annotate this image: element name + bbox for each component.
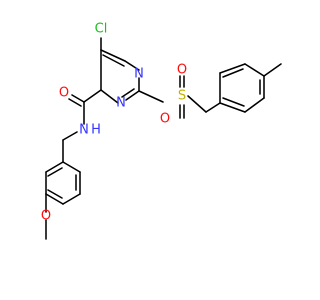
atom-label-sulfur: S [178, 89, 186, 104]
bond-right-ring-2 [244, 97, 265, 113]
atom-label-nitrogen-ring-top: N [134, 67, 144, 82]
bond-c2-n3-inner [121, 88, 135, 98]
atom-label-nitrogen-amide: N [79, 123, 89, 138]
bond-c6-n1 [124, 60, 140, 71]
bond-right-ring-methyl [263, 63, 282, 77]
bond-carbonyl-o-2 [68, 98, 82, 107]
bond-lower-ring-3 [45, 193, 64, 205]
bond-lower-ring-4 [62, 193, 81, 205]
bond-right-ring-5-inner [222, 68, 244, 78]
bond-right-ring-1-inner [222, 97, 245, 107]
bond-c5-c6 [100, 49, 126, 62]
atom-label-oxygen-sulfonyl-top: O [177, 63, 187, 78]
bond-right-ring-4 [244, 63, 265, 77]
chemical-structure-diagram: Cl N N O N H O O S O [41, 22, 282, 240]
bond-lower-ring-3-inner [47, 189, 63, 199]
bond-s-ch2 [187, 95, 207, 113]
bond-ch2-right-ring [205, 102, 221, 113]
atom-label-chlorine: Cl [95, 22, 108, 37]
bond-right-ring-1 [219, 102, 246, 113]
atom-label-oxygen-methoxy: O [41, 209, 51, 224]
bond-lower-ring-6 [62, 161, 81, 173]
molecule-canvas: Cl N N O N H O O S O [40, 21, 282, 240]
bond-n3-c4 [100, 89, 119, 104]
atom-label-nitrogen-ring-bottom: N [116, 96, 126, 111]
bond-lines [45, 37, 282, 240]
atom-label-hydrogen-amide: H [91, 123, 101, 138]
bond-c5-c6-inner [102, 54, 125, 67]
bond-lower-ring-1-inner [47, 167, 63, 177]
bond-carbonyl-o-1 [71, 94, 85, 103]
bond-lower-ring-1 [45, 161, 64, 173]
bond-c2-s [138, 90, 164, 103]
bond-n-ch2 [62, 131, 78, 141]
bond-c2-n3 [125, 90, 140, 101]
atom-label-oxygen-carbonyl: O [59, 86, 69, 101]
atom-label-oxygen-sulfonyl-bottom: O [160, 112, 170, 127]
atom-labels: Cl N N O N H O O S O [41, 22, 187, 224]
bond-c4-carbonyl-carbon [83, 89, 102, 103]
bond-right-ring-5 [219, 63, 246, 74]
